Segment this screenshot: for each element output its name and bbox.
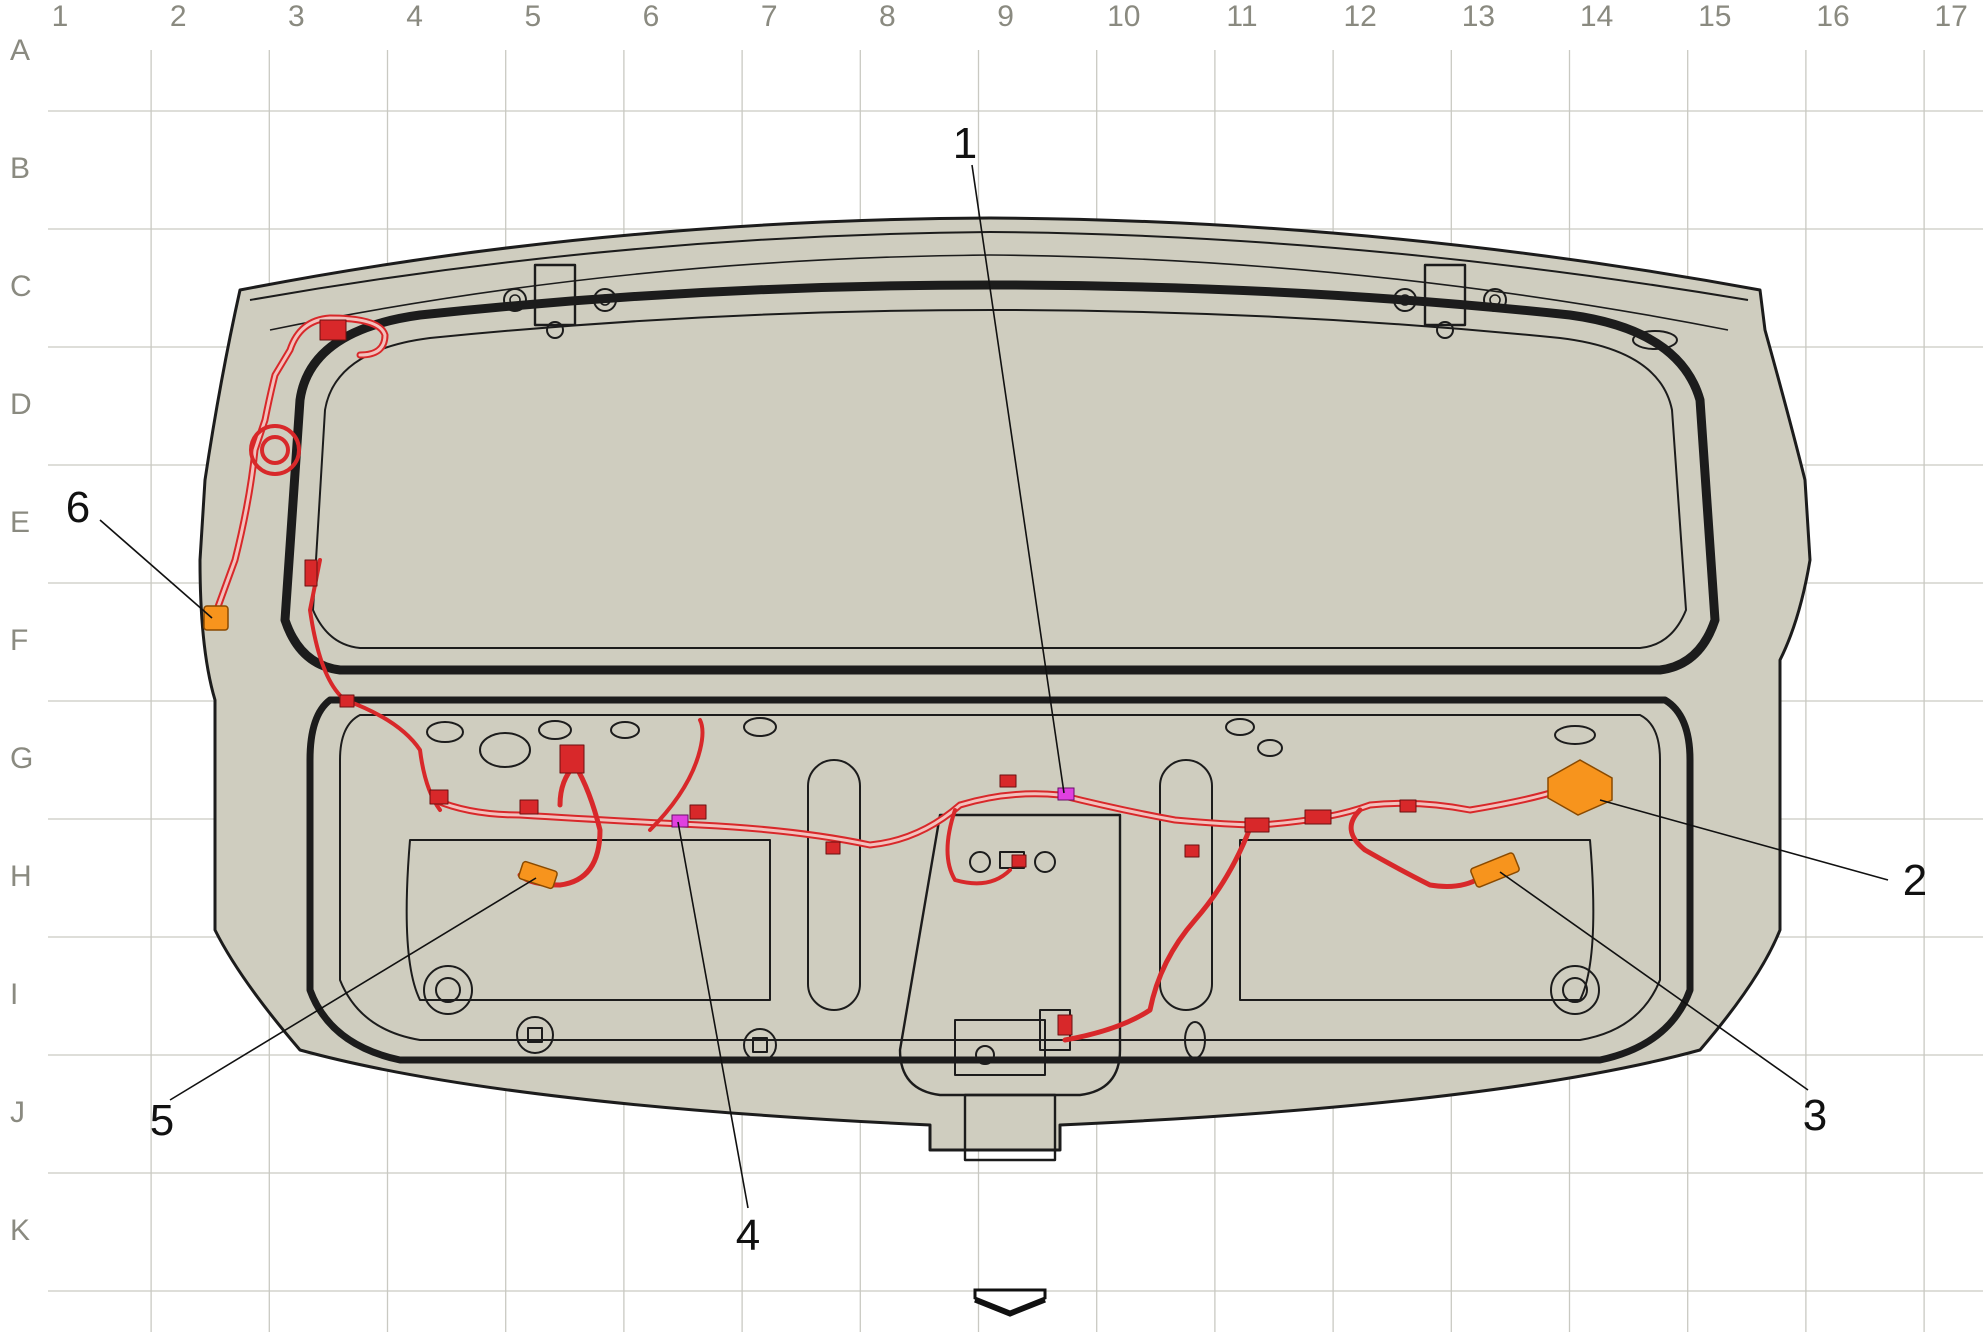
grid-row-label: E [10, 506, 30, 539]
grid-column-label: 4 [406, 0, 423, 33]
leader-2 [1599, 799, 1889, 881]
inner-lower-panel [339, 714, 1661, 1041]
callout-6: 6 [66, 483, 90, 532]
lower-frame-seal [306, 696, 1694, 1064]
callout-3: 3 [1803, 1091, 1827, 1140]
wiper-grommet [1632, 330, 1678, 350]
grid-column-label: 3 [288, 0, 305, 33]
leader-4 [677, 821, 749, 1209]
grid-row-label: C [10, 270, 32, 303]
leader-3 [1499, 871, 1809, 1091]
callout-4: 4 [736, 1211, 760, 1260]
ledge-grommets [426, 717, 1596, 768]
harness-latch-drop [1062, 825, 1253, 1043]
grid-column-label: 6 [643, 0, 660, 33]
grid-column-label: 2 [170, 0, 187, 33]
center-switch-mount [969, 851, 1056, 873]
window-glass-opening [312, 309, 1687, 649]
latch-housing [898, 813, 1122, 1097]
grid-column-label: 5 [524, 0, 541, 33]
grid-row-label: H [10, 860, 32, 893]
front-direction-arrow-icon [973, 1288, 1047, 1317]
harness-branch-3 [1348, 807, 1483, 889]
lower-bosses [423, 965, 1600, 1062]
left-lower-compartment [405, 839, 771, 1001]
right-hinge [1393, 263, 1507, 339]
grid-row-label: A [10, 34, 30, 67]
harness-branch-4 [648, 718, 705, 832]
callout-5: 5 [150, 1096, 174, 1145]
grid-column-label: 16 [1816, 0, 1849, 33]
grid-column-label: 14 [1580, 0, 1613, 33]
leader-6 [99, 519, 213, 619]
grid-row-labels: ABCDEFGHIJKL [10, 34, 33, 1247]
harness-grommet [249, 424, 301, 476]
leader-1 [971, 164, 1065, 794]
roof-edge-band-inner [269, 254, 1729, 331]
grid-row-label: G [10, 742, 33, 775]
grid-row-label: I [10, 978, 18, 1011]
clip-1 [1057, 787, 1075, 801]
harness-left-side-wire [308, 558, 442, 812]
callout-2: 2 [1903, 856, 1927, 905]
callout-leaders [99, 164, 1889, 1209]
grid-row-label: J [10, 1096, 25, 1129]
grid-column-label: 17 [1935, 0, 1968, 33]
right-slot-opening [1159, 759, 1213, 1011]
grid-column-label: 9 [997, 0, 1014, 33]
connector-6 [203, 605, 229, 631]
connectors [203, 605, 1613, 890]
harness-center-loop [945, 808, 1012, 886]
grid-column-label: 7 [761, 0, 778, 33]
connector-3 [1470, 852, 1520, 888]
grid-column-label: 11 [1226, 0, 1257, 33]
left-slot-opening [807, 759, 861, 1011]
grid-row-label: F [10, 624, 28, 657]
grid-column-label: 13 [1462, 0, 1495, 33]
left-hinge [503, 263, 617, 339]
window-seal-outer [280, 280, 1720, 675]
grid-column-label: 1 [52, 0, 69, 33]
tailgate-panel [198, 216, 1812, 1162]
connector-5 [518, 860, 558, 890]
wiring-harness [211, 314, 1564, 1043]
callout-1: 1 [953, 119, 977, 168]
connector-2 [1547, 759, 1613, 816]
harness-clips [304, 319, 1417, 1036]
grid-row-label: B [10, 152, 30, 185]
roof-edge-band [249, 231, 1749, 301]
grid-column-label: 15 [1698, 0, 1731, 33]
striker-tab [963, 1093, 1057, 1162]
grid-row-label: D [10, 388, 32, 421]
callout-numbers: 1 2 3 4 5 6 [66, 119, 1927, 1260]
leader-5 [169, 877, 537, 1101]
grid-column-label: 8 [879, 0, 896, 33]
grid-column-label: 10 [1107, 0, 1140, 33]
grid-row-label: K [10, 1214, 30, 1247]
grid-column-label: 12 [1344, 0, 1377, 33]
clip-4 [671, 814, 689, 828]
